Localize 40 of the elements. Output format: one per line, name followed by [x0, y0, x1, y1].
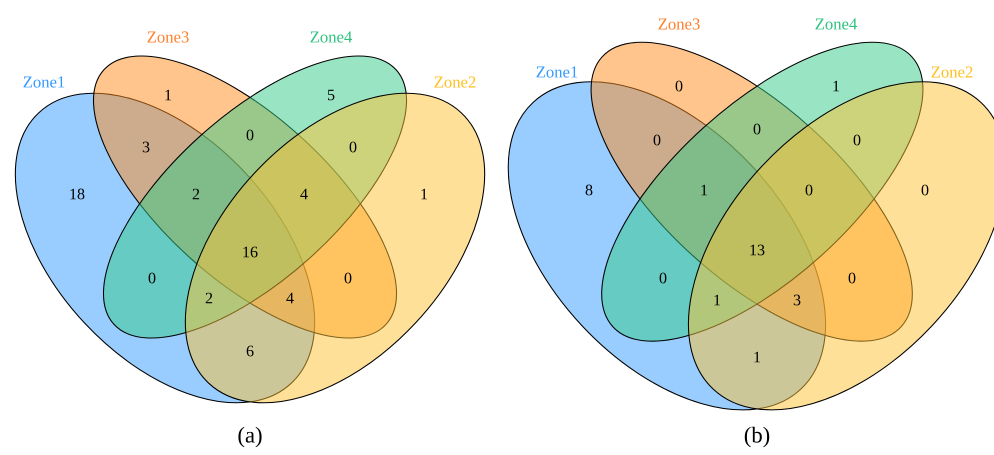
count-label: 1 — [165, 90, 172, 100]
count-label: 0 — [660, 272, 666, 284]
count-label: 2 — [206, 292, 212, 304]
set-label: Zone1 — [536, 66, 578, 78]
count-label: 0 — [350, 142, 356, 152]
set-label: Zone3 — [148, 31, 189, 43]
count-label: 0 — [806, 184, 812, 196]
count-label: 0 — [344, 272, 352, 284]
count-label: 2 — [192, 188, 200, 200]
count-label: 13 — [750, 244, 764, 256]
count-label: 0 — [922, 184, 928, 196]
count-label: 0 — [148, 272, 156, 284]
count-label: 1 — [714, 294, 720, 306]
count-label: 1 — [421, 188, 428, 200]
set-label: Zone2 — [434, 76, 476, 88]
count-label: 4 — [286, 292, 294, 304]
set-label: Zone4 — [816, 18, 858, 30]
count-label: 0 — [854, 134, 860, 146]
count-label: 16 — [243, 246, 258, 258]
set-label: Zone1 — [24, 76, 64, 88]
set-label: Zone2 — [932, 66, 972, 78]
count-label: 0 — [676, 80, 682, 92]
count-label: 0 — [654, 134, 660, 146]
panel-caption: (a) — [238, 426, 262, 448]
count-label: 1 — [701, 184, 708, 196]
count-label: 6 — [246, 346, 254, 356]
count-label: 3 — [794, 294, 800, 306]
count-label: 18 — [70, 188, 84, 200]
count-label: 1 — [833, 80, 840, 92]
count-label: 0 — [246, 130, 254, 140]
count-label: 3 — [142, 142, 150, 152]
count-label: 4 — [300, 188, 308, 200]
count-label: 1 — [754, 352, 760, 362]
set-label: Zone4 — [310, 31, 352, 43]
set-label: Zone3 — [658, 18, 700, 30]
count-label: 0 — [848, 272, 856, 284]
count-label: 8 — [586, 184, 592, 196]
count-label: 5 — [328, 90, 334, 100]
count-label: 0 — [754, 124, 760, 134]
panel-caption: (b) — [744, 426, 770, 448]
